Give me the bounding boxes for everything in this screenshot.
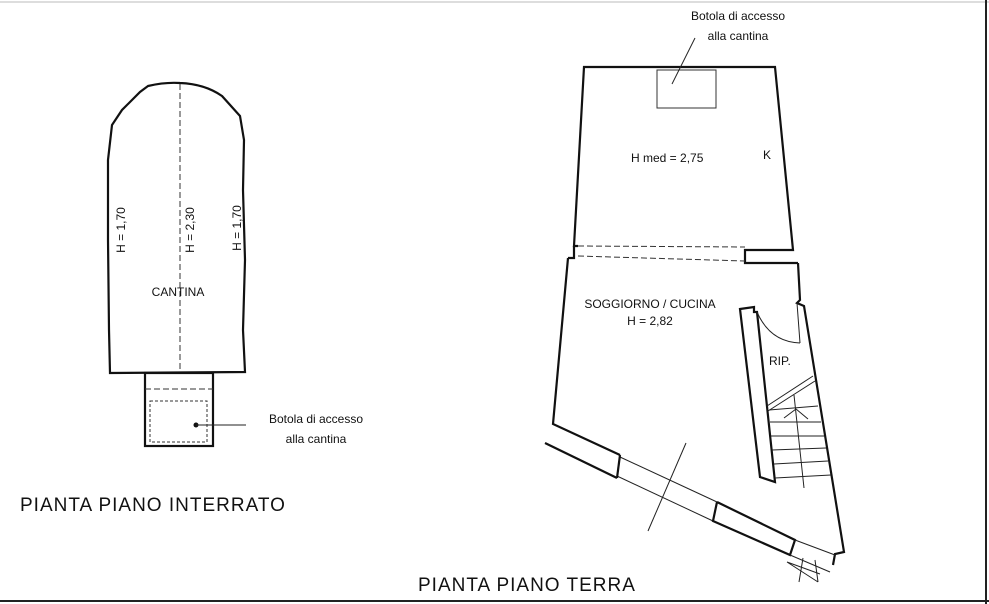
opening-line-bottom bbox=[577, 255, 746, 262]
window-line-1 bbox=[619, 456, 718, 503]
height-left: H = 1,70 bbox=[114, 207, 128, 253]
window-jamb-1 bbox=[615, 454, 622, 479]
opening-line-top bbox=[577, 245, 746, 248]
facade-wall-a bbox=[544, 442, 618, 479]
closet-label: RIP. bbox=[769, 354, 791, 368]
entrance-arrow-icon bbox=[786, 557, 821, 583]
trapdoor-note-line2: alla cantina bbox=[286, 432, 347, 446]
trapdoor-note-line1: Botola di accesso bbox=[269, 412, 363, 426]
stair-treads bbox=[766, 375, 832, 489]
cantina-trapdoor bbox=[149, 400, 208, 443]
living-right-wall bbox=[795, 262, 846, 566]
upper-room-walls bbox=[572, 65, 798, 265]
wall-stub-left bbox=[568, 246, 576, 260]
ground-trapdoor-leader bbox=[671, 37, 696, 85]
door-swing-arc bbox=[756, 311, 801, 344]
ground-trapdoor-note-line2: alla cantina bbox=[708, 29, 769, 43]
ground-plan: Botola di accesso alla cantina H med = 2… bbox=[418, 9, 846, 596]
basement-title: PIANTA PIANO INTERRATO bbox=[20, 495, 286, 516]
living-left-wall bbox=[551, 257, 621, 456]
door-leaf bbox=[796, 302, 801, 344]
cantina-outline bbox=[106, 81, 247, 375]
door-line-2 bbox=[789, 554, 831, 573]
ground-title: PIANTA PIANO TERRA bbox=[418, 575, 636, 596]
height-center: H = 2,30 bbox=[183, 207, 197, 253]
cantina-access bbox=[143, 371, 215, 448]
ground-trapdoor-note-line1: Botola di accesso bbox=[691, 9, 785, 23]
window-line-2 bbox=[616, 475, 714, 522]
living-height: H = 2,82 bbox=[627, 314, 673, 328]
ground-trapdoor bbox=[656, 69, 717, 109]
section-cut-line bbox=[647, 442, 687, 532]
door-line-1 bbox=[794, 539, 836, 556]
living-label: SOGGIORNO / CUCINA bbox=[584, 297, 715, 311]
cantina-label: CANTINA bbox=[152, 285, 205, 299]
stair-inner-wall bbox=[738, 305, 777, 484]
height-right: H = 1,70 bbox=[230, 205, 244, 251]
facade-wall-b bbox=[711, 501, 797, 557]
basement-plan: CANTINA H = 1,70 H = 2,30 H = 1,70 Botol… bbox=[20, 81, 363, 516]
upper-room-height: H med = 2,75 bbox=[631, 151, 704, 165]
upper-room-label: K bbox=[763, 148, 771, 162]
